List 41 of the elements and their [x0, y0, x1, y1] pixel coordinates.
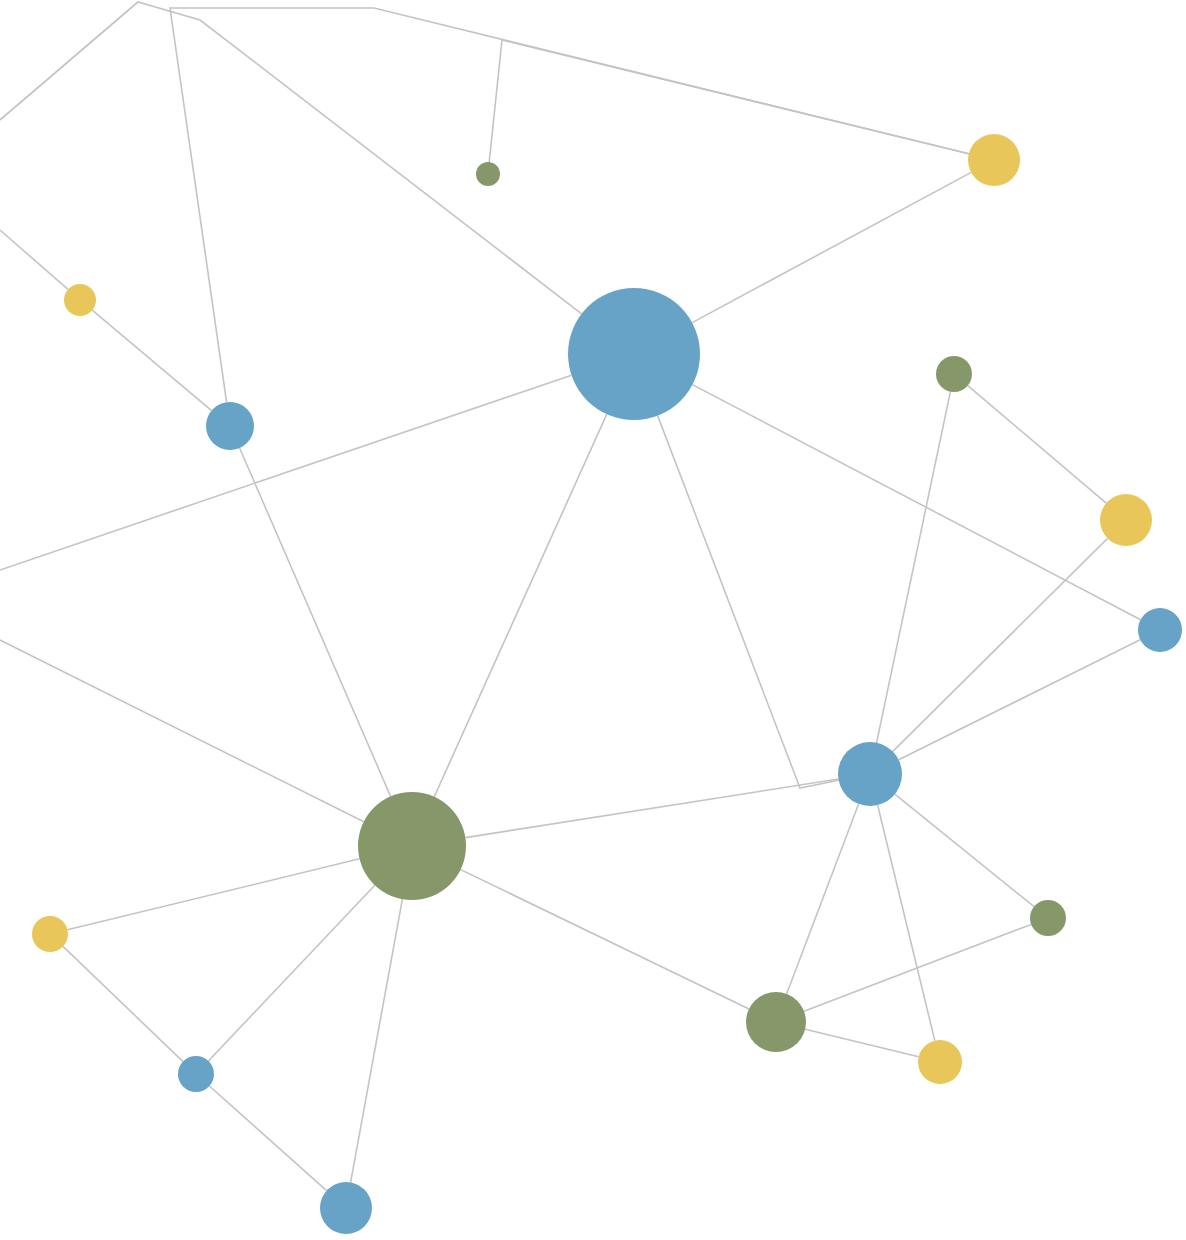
- connector-line: [62, 945, 184, 1063]
- network-node-circle: [320, 1182, 372, 1234]
- network-node-circle: [918, 1040, 962, 1084]
- connector-line: [656, 414, 840, 789]
- connector-line: [0, 374, 573, 571]
- connector-line: [207, 884, 376, 1062]
- connector-line: [208, 1085, 328, 1192]
- connector-line: [464, 778, 840, 839]
- network-node-circle: [178, 1056, 214, 1092]
- connector-line: [875, 390, 952, 744]
- connector-line: [803, 923, 1032, 1012]
- network-node-circle: [476, 162, 500, 186]
- connector-line: [897, 639, 1141, 761]
- connector-line: [894, 793, 1035, 908]
- network-node-circle: [358, 792, 466, 900]
- connector-line: [804, 1028, 920, 1058]
- network-node-circle: [1138, 608, 1182, 652]
- network-node-circle: [64, 284, 96, 316]
- connector-line: [238, 447, 392, 798]
- network-node-circle: [1100, 494, 1152, 546]
- connector-line: [0, 229, 69, 291]
- network-node-circle: [746, 992, 806, 1052]
- connector-line: [66, 858, 361, 931]
- network-node-circle: [936, 356, 972, 392]
- connector-line: [349, 898, 404, 1184]
- network-node-circle: [1030, 900, 1066, 936]
- connector-line: [967, 384, 1107, 504]
- connector-line: [0, 639, 365, 823]
- network-node-circle: [32, 916, 68, 952]
- connector-line: [691, 383, 1142, 621]
- network-node-circle: [968, 134, 1020, 186]
- connector-line: [892, 537, 1109, 753]
- connector-line: [876, 804, 936, 1042]
- network-node-circle: [206, 402, 254, 450]
- connector-line: [433, 413, 608, 798]
- connector-line: [91, 309, 213, 412]
- connector-line: [459, 868, 750, 1010]
- connector-line: [785, 803, 860, 995]
- connector-line: [488, 39, 970, 163]
- network-node-circle: [838, 742, 902, 806]
- connector-line: [691, 171, 972, 324]
